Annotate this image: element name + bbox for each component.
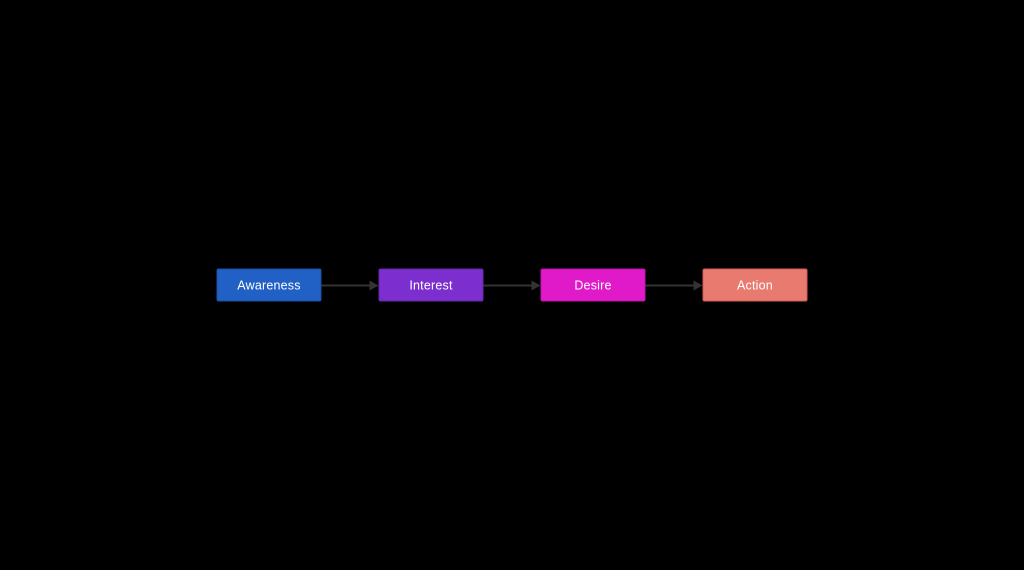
- arrow-interest-to-desire: [483, 280, 541, 290]
- node-interest: Interest: [378, 268, 484, 302]
- node-desire-label: Desire: [574, 278, 612, 292]
- arrow-line: [321, 284, 370, 286]
- node-awareness: Awareness: [216, 268, 322, 302]
- node-interest-label: Interest: [409, 278, 453, 292]
- arrowhead-right-icon: [369, 280, 379, 290]
- arrowhead-right-icon: [531, 280, 541, 290]
- node-awareness-label: Awareness: [237, 278, 301, 292]
- aida-funnel-flow: Awareness Interest Desire Action: [216, 268, 808, 302]
- arrow-line: [645, 284, 694, 286]
- arrowhead-right-icon: [693, 280, 703, 290]
- node-action-label: Action: [737, 278, 773, 292]
- node-desire: Desire: [540, 268, 646, 302]
- arrow-line: [483, 284, 532, 286]
- arrow-desire-to-action: [645, 280, 703, 290]
- arrow-awareness-to-interest: [321, 280, 379, 290]
- node-action: Action: [702, 268, 808, 302]
